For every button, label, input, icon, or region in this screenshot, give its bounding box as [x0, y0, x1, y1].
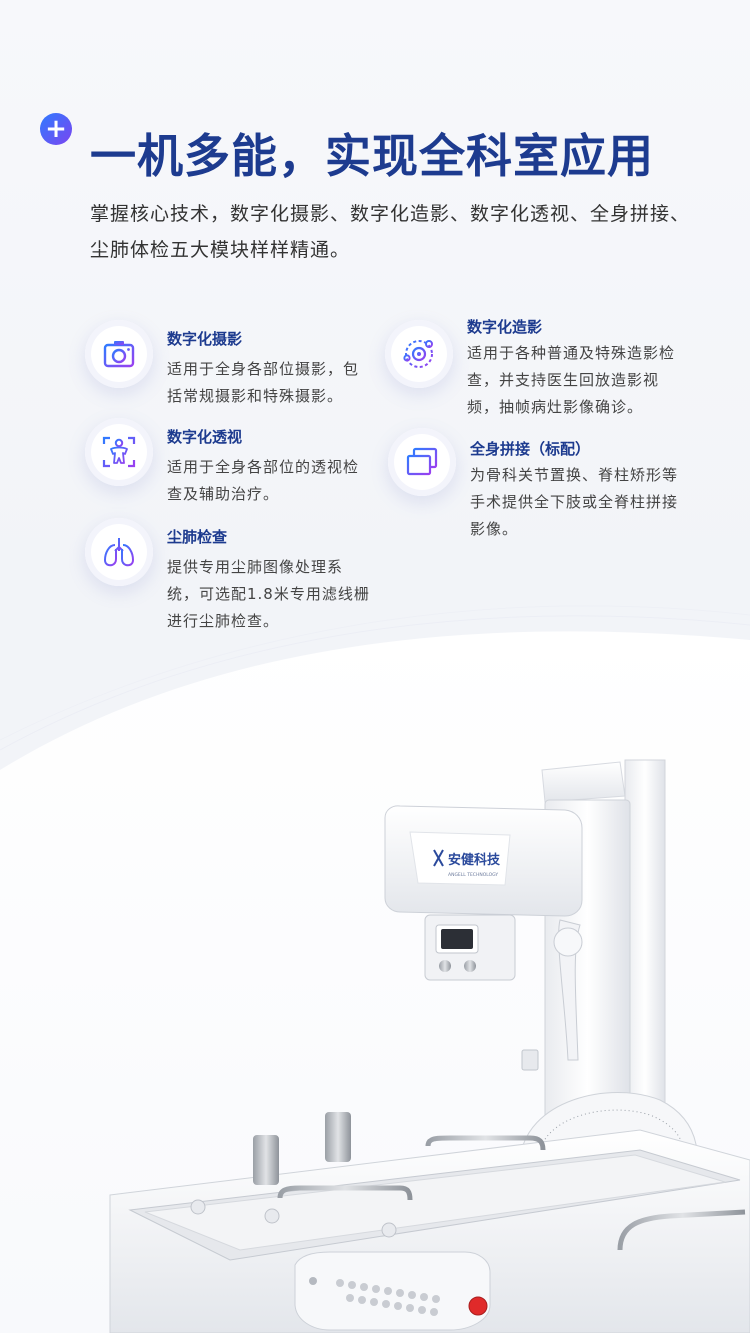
feature-stitching: 全身拼接（标配） 为骨科关节置换、脊柱矫形等手术提供全下肢或全脊柱拼接影像。 — [388, 428, 688, 538]
feature-desc: 为骨科关节置换、脊柱矫形等手术提供全下肢或全脊柱拼接影像。 — [470, 466, 679, 538]
brand-sub: ANGELL TECHNOLOGY — [448, 872, 498, 878]
feature-angiography: 数字化造影 适用于各种普通及特殊造影检查，并支持医生回放造影视频，抽帧病灶影像确… — [385, 316, 685, 426]
feature-title: 尘肺检查 — [167, 528, 228, 546]
feature-title: 全身拼接（标配） — [470, 440, 591, 458]
camera-icon — [85, 320, 153, 388]
lungs-icon — [85, 518, 153, 586]
feature-desc: 适用于全身各部位的透视检查及辅助治疗。 — [167, 458, 360, 503]
stitch-icon — [388, 428, 456, 496]
feature-title: 数字化透视 — [167, 428, 243, 446]
body-scan-icon — [85, 418, 153, 486]
feature-title: 数字化摄影 — [167, 330, 243, 348]
feature-radiography: 数字化摄影 适用于全身各部位摄影，包括常规摄影和特殊摄影。 — [85, 320, 375, 430]
page-headline: 一机多能，实现全科室应用 — [90, 129, 654, 183]
xray-machine-illustration: 安健科技 ANGELL TECHNOLOGY — [109, 759, 750, 1333]
brand-label: 安健科技 — [448, 852, 501, 868]
intro-text: 掌握核心技术，数字化摄影、数字化造影、数字化透视、全身拼接、尘肺体检五大模块样样… — [90, 203, 691, 261]
feature-pneumoconiosis: 尘肺检查 提供专用尘肺图像处理系统，可选配1.8米专用滤线栅进行尘肺检查。 — [85, 518, 385, 633]
feature-fluoroscopy: 数字化透视 适用于全身各部位的透视检查及辅助治疗。 — [85, 418, 375, 508]
feature-desc: 提供专用尘肺图像处理系统，可选配1.8米专用滤线栅进行尘肺检查。 — [167, 558, 370, 630]
feature-desc: 适用于全身各部位摄影，包括常规摄影和特殊摄影。 — [167, 360, 360, 405]
plus-icon: + — [40, 113, 72, 145]
feature-title: 数字化造影 — [467, 318, 543, 336]
orbit-icon — [385, 320, 453, 388]
feature-desc: 适用于各种普通及特殊造影检查，并支持医生回放造影视频，抽帧病灶影像确诊。 — [467, 344, 676, 416]
